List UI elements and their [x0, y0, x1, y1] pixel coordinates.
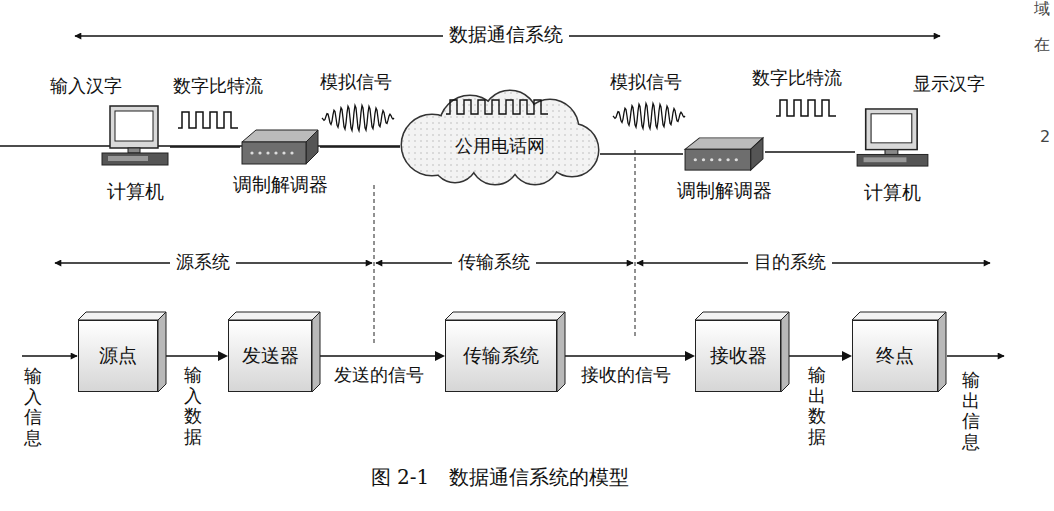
margin-fragment: 2: [1040, 128, 1050, 146]
sine-wave: [613, 103, 685, 128]
edge-label: 发送的信号: [334, 365, 424, 386]
box-label: 接收器: [710, 345, 767, 367]
pc-cable: [0, 145, 400, 147]
process-box: 终点: [852, 320, 938, 392]
signal-label: 输出 信息: [962, 370, 980, 453]
margin-fragment: 在: [1034, 36, 1050, 54]
connector-line: [170, 146, 240, 148]
connector: [600, 154, 683, 155]
process-box: 传输系统: [445, 320, 557, 392]
connector-line: [557, 355, 686, 357]
figure-caption: 图 2-1 数据通信系统的模型: [371, 466, 630, 489]
signal-label: 输入汉字: [50, 76, 122, 97]
connector: [312, 351, 445, 361]
device-label: 计算机: [864, 182, 921, 204]
square-wave: [776, 100, 836, 116]
signal-label: 显示汉字: [913, 74, 985, 95]
process-box: 接收器: [695, 320, 781, 392]
computer-icon-drawing: [855, 108, 930, 168]
edge-label: 输出 数据: [808, 365, 826, 448]
process-box: 发送器: [228, 320, 312, 392]
connector: [170, 147, 240, 148]
signal-label: 数字比特流: [173, 76, 263, 97]
computer-icon: 计算机: [100, 105, 170, 167]
edge-label: 输入 数据: [184, 365, 202, 448]
computer-icon-drawing: [100, 105, 170, 167]
box-label: 源点: [99, 345, 137, 367]
arrowhead: [685, 351, 695, 361]
square-wave: [178, 112, 238, 128]
divider-dashed: [374, 185, 375, 346]
signal-label: 数字比特流: [752, 68, 842, 89]
diagram-title: 数据通信系统: [443, 24, 569, 46]
device-label: 计算机: [107, 181, 164, 203]
device-label: 公用电话网: [455, 136, 545, 157]
connector-line: [765, 151, 855, 153]
modem-icon-drawing: [240, 128, 320, 166]
connector-line: [600, 153, 683, 155]
section-label: 源系统: [170, 252, 236, 273]
process-box: 源点: [78, 320, 158, 392]
network-cloud: 公用电话网: [400, 90, 600, 185]
box-label: 发送器: [242, 345, 299, 367]
connector: [765, 152, 855, 153]
modem-icon: 调制解调器: [683, 136, 765, 172]
section-label: 传输系统: [452, 252, 536, 273]
signal-label: 输入 信息: [24, 366, 42, 449]
arrowhead: [842, 351, 852, 361]
device-label: 调制解调器: [233, 174, 328, 196]
margin-fragment: 域: [1034, 0, 1050, 18]
device-label: 调制解调器: [677, 180, 772, 202]
connector-line: [320, 146, 400, 148]
signal-label: 模拟信号: [320, 72, 392, 93]
connector-line: [781, 355, 843, 357]
connector: [158, 351, 228, 361]
signal-label: 模拟信号: [610, 72, 682, 93]
connector-line: [158, 355, 219, 357]
modem-icon-drawing: [683, 136, 765, 172]
divider-dashed: [635, 150, 636, 338]
output-arrow: [947, 355, 1004, 357]
connector-line: [312, 355, 436, 357]
sine-wave: [322, 105, 394, 130]
computer-icon: 计算机: [855, 108, 930, 168]
box-label: 终点: [876, 345, 914, 367]
connector: [320, 147, 400, 148]
arrowhead: [218, 351, 228, 361]
box-label: 传输系统: [463, 345, 539, 367]
modem-icon: 调制解调器: [240, 128, 320, 166]
section-label: 目的系统: [748, 252, 832, 273]
input-arrow: [22, 355, 77, 357]
arrowhead: [435, 351, 445, 361]
edge-label: 接收的信号: [581, 365, 671, 386]
connector: [781, 351, 852, 361]
connector: [557, 351, 695, 361]
